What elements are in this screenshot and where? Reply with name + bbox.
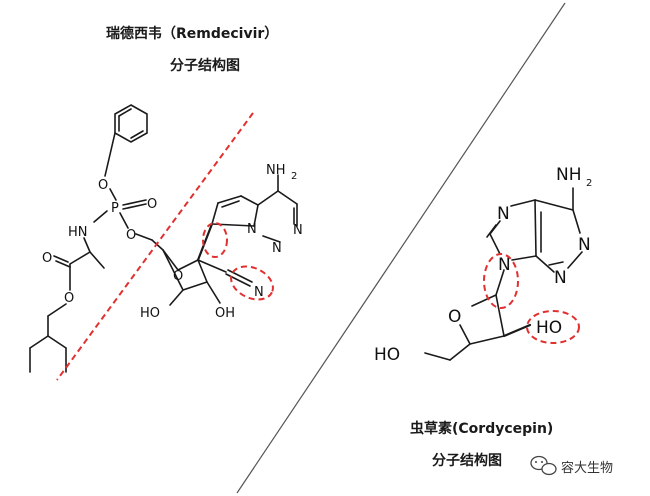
- remdesivir-atom-o-ring: O: [173, 269, 183, 284]
- remdesivir-atom-ho1: HO: [140, 306, 160, 321]
- watermark: 容大生物: [530, 455, 613, 476]
- cordycepin-atom-ho-left: HO: [374, 345, 400, 365]
- remdesivir-atom-n-ring1: N: [247, 222, 257, 237]
- wechat-icon: [530, 455, 557, 476]
- remdesivir-highlight-cyano: [230, 265, 274, 301]
- remdesivir-highlight-c1: [202, 222, 228, 258]
- remdesivir-atom-o-ester1: O: [42, 251, 52, 266]
- remdesivir-title: 瑞德西韦（Remdecivir）: [106, 25, 278, 42]
- remdesivir-atom-n-cyano: N: [254, 285, 264, 300]
- cordycepin-title: 虫草素(Cordycepin): [410, 420, 553, 437]
- cordycepin-subtitle: 分子结构图: [432, 452, 502, 469]
- watermark-text: 容大生物: [561, 460, 613, 476]
- remdesivir-atom-nh2: NH: [266, 163, 286, 178]
- cordycepin-atom-ho-right: HO: [536, 318, 562, 338]
- remdesivir-atom-n-ring3: N: [293, 223, 303, 238]
- remdesivir-atom-oh1: OH: [215, 306, 235, 321]
- cordycepin-highlight-c1: [483, 253, 519, 309]
- cordycepin-atom-nh2: NH: [556, 165, 582, 185]
- remdesivir-atom-nh2-sub: 2: [291, 171, 297, 182]
- remdesivir-dashed-divider: [56, 112, 254, 381]
- cordycepin-structure: NH 2 N N N N O HO HO: [374, 165, 592, 365]
- cordycepin-atom-nh2-sub: 2: [586, 178, 592, 189]
- remdesivir-atom-o-link: O: [126, 228, 136, 243]
- cordycepin-atom-n4: N: [498, 255, 511, 275]
- remdesivir-atom-n-ring2: N: [272, 241, 282, 256]
- remdesivir-subtitle: 分子结构图: [170, 57, 240, 74]
- remdesivir-atom-o-ester2: O: [64, 291, 74, 306]
- cordycepin-highlight-oh: [526, 310, 580, 344]
- cordycepin-atom-n3: N: [554, 268, 567, 288]
- remdesivir-atom-p: P: [111, 201, 119, 216]
- diagonal-separator: [236, 2, 566, 494]
- remdesivir-atom-hn: HN: [68, 225, 88, 240]
- remdesivir-atom-o-double: O: [147, 197, 157, 212]
- remdesivir-atom-o-phenoxy: O: [98, 178, 108, 193]
- remdesivir-structure: O P O HN O O O O HO OH N N N N NH 2: [29, 104, 303, 373]
- cordycepin-atom-n1: N: [497, 204, 510, 224]
- cordycepin-atom-o-ring: O: [448, 307, 461, 327]
- cordycepin-atom-n2: N: [578, 235, 591, 255]
